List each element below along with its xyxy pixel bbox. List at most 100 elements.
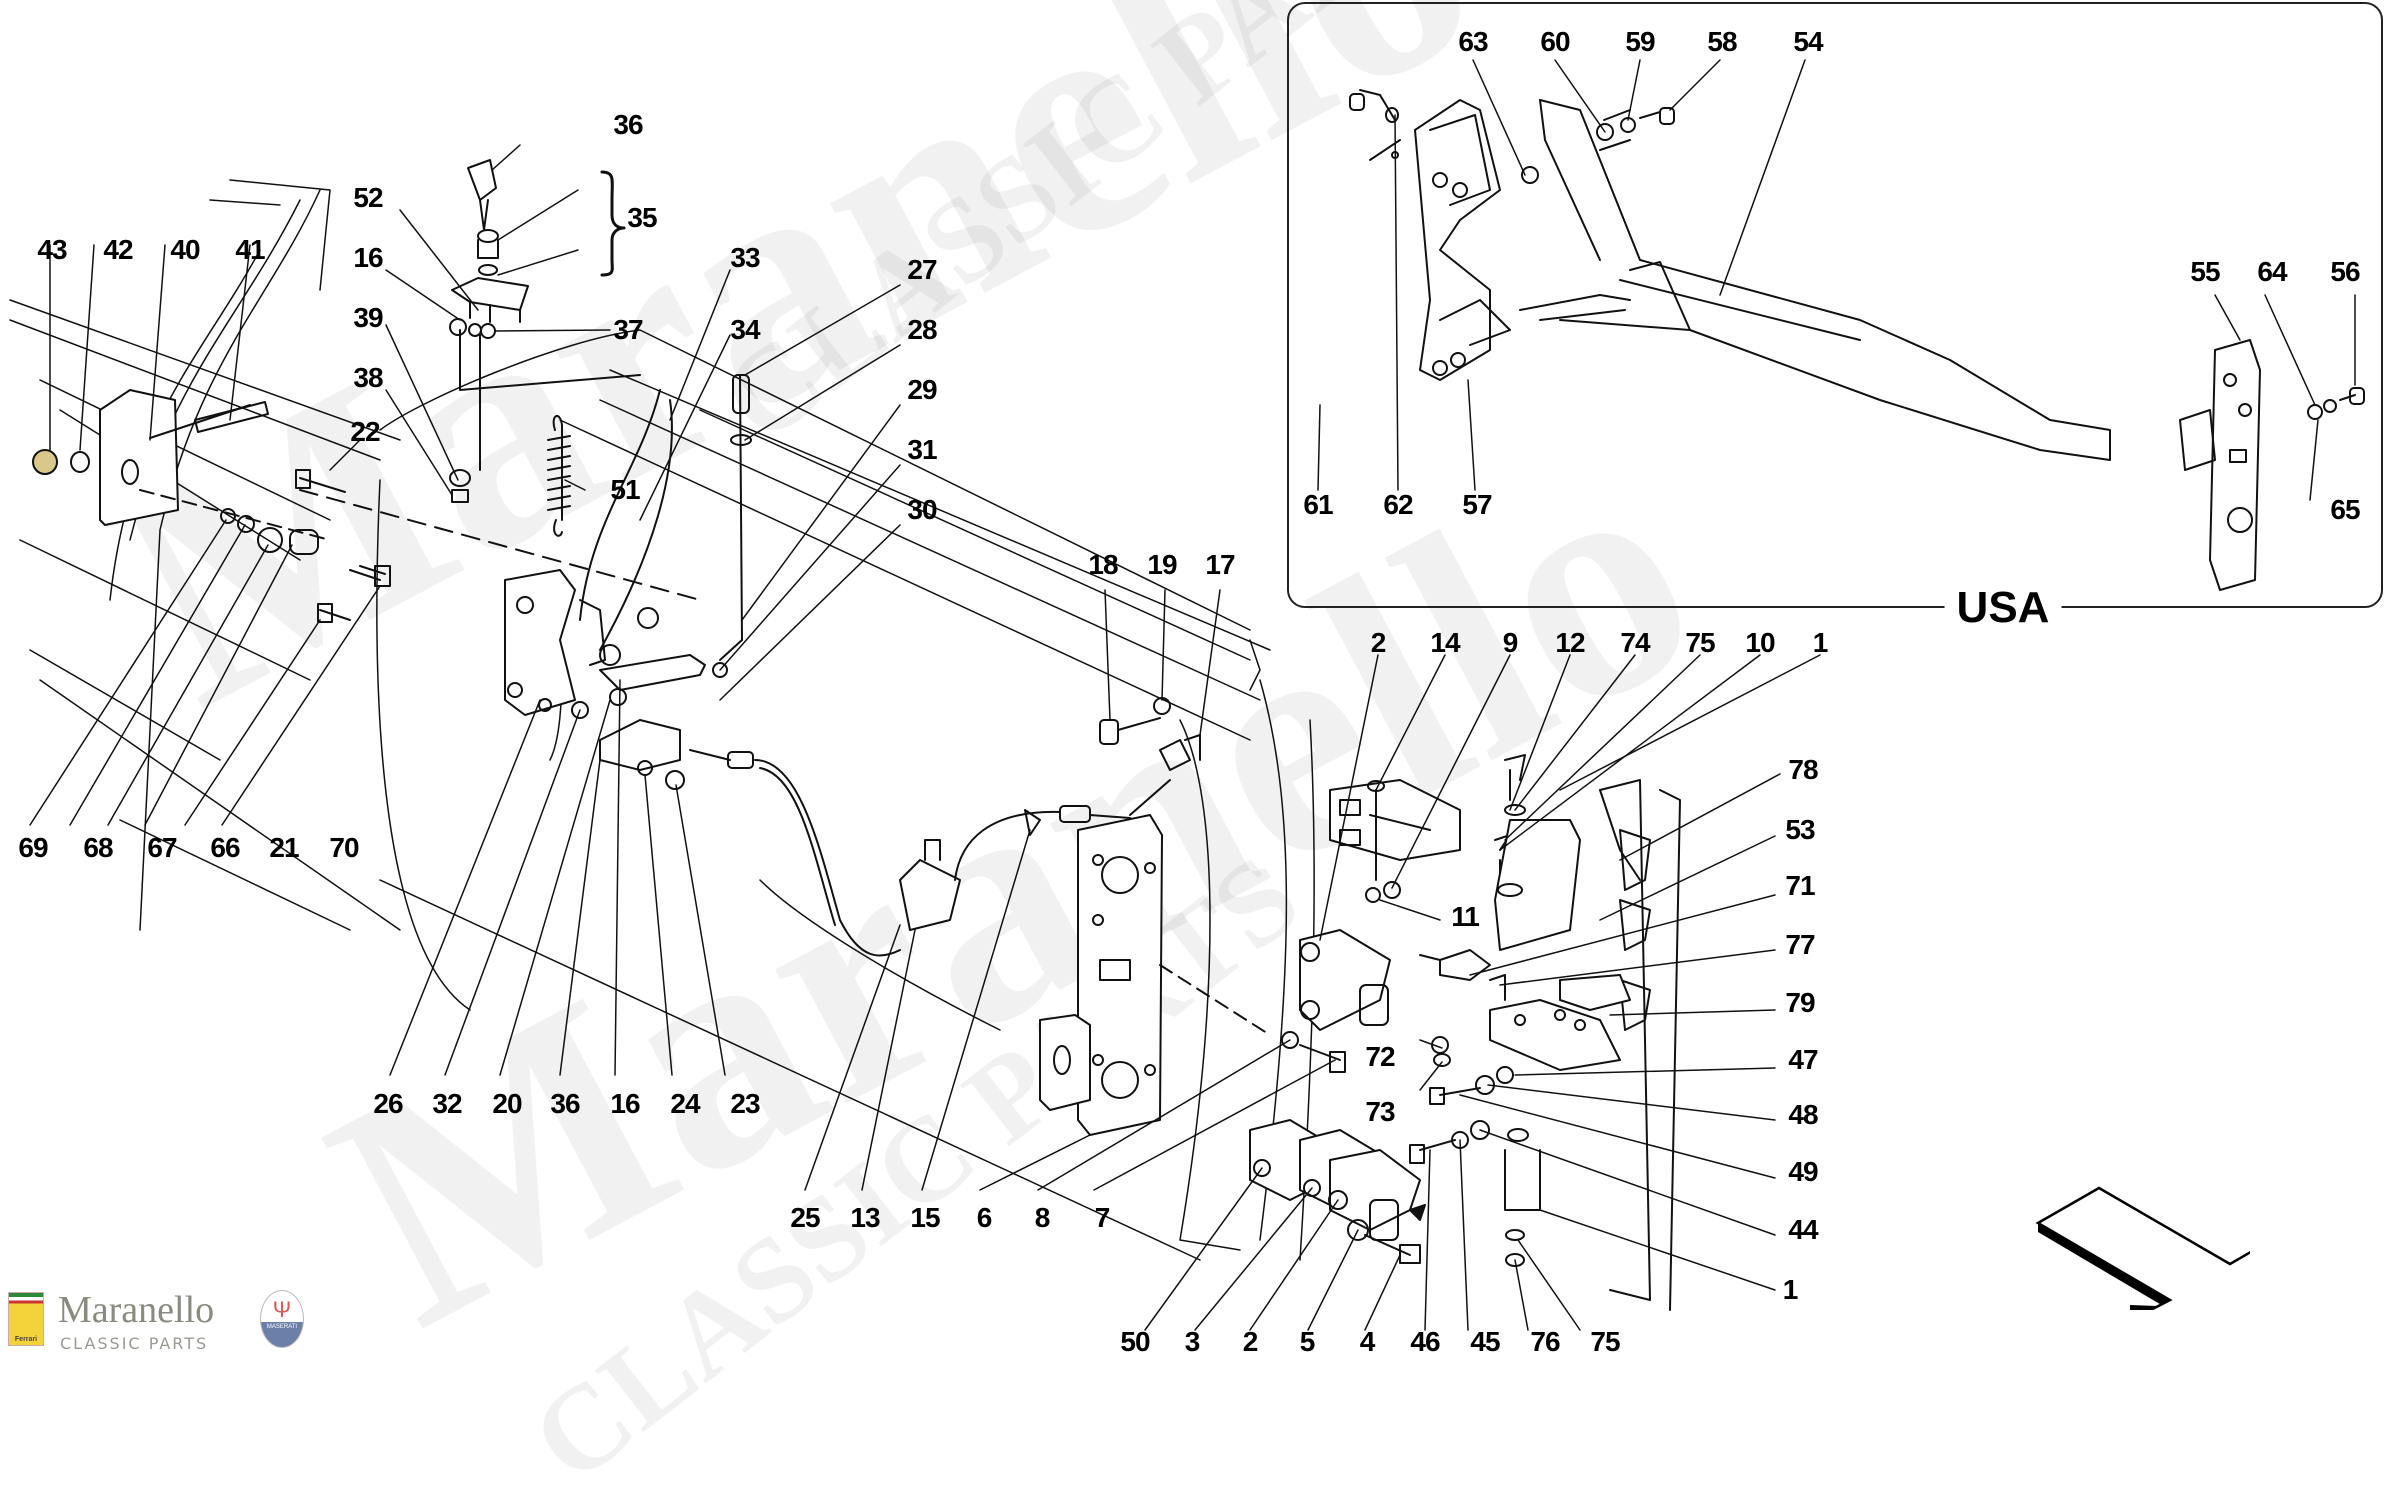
callout-72: 72 <box>1365 1041 1395 1072</box>
callout-59: 59 <box>1625 26 1655 57</box>
callout-23: 23 <box>730 1088 760 1119</box>
callout-2-bottom: 2 <box>1242 1326 1259 1357</box>
callout-71: 71 <box>1785 870 1815 901</box>
release-cable <box>599 719 1146 957</box>
callout-5: 5 <box>1299 1326 1316 1357</box>
maserati-badge-text: MASERATI <box>266 1324 298 1330</box>
callout-49: 49 <box>1788 1156 1818 1187</box>
callout-65: 65 <box>2330 494 2360 525</box>
callout-73: 73 <box>1365 1096 1395 1127</box>
ferrari-badge-text: Ferrari <box>14 1336 38 1343</box>
leader-lines <box>29 59 2356 1331</box>
callout-33: 33 <box>730 242 760 273</box>
callout-64: 64 <box>2257 256 2287 287</box>
callout-52: 52 <box>353 182 383 213</box>
callout-2-top: 2 <box>1370 627 1387 658</box>
callout-51: 51 <box>610 474 640 505</box>
callout-37: 37 <box>613 314 643 345</box>
callout-24: 24 <box>670 1088 700 1119</box>
usa-inset-frame <box>1287 2 2383 608</box>
callout-30: 30 <box>907 494 937 525</box>
callout-79: 79 <box>1785 987 1815 1018</box>
ferrari-shield-icon: Ferrari <box>8 1292 44 1346</box>
callout-8: 8 <box>1034 1202 1051 1233</box>
callout-12: 12 <box>1555 627 1585 658</box>
maserati-badge-icon: Ψ MASERATI <box>260 1290 304 1348</box>
callout-31: 31 <box>907 434 937 465</box>
callout-32: 32 <box>432 1088 462 1119</box>
callout-77: 77 <box>1785 929 1815 960</box>
brand-name: Maranello <box>58 1289 215 1331</box>
latch-mechanism <box>504 569 706 719</box>
callout-55: 55 <box>2190 256 2220 287</box>
callout-16-top: 16 <box>353 242 383 273</box>
usa-inset-drawing <box>1349 89 2365 591</box>
callout-62: 62 <box>1383 489 1413 520</box>
callout-74: 74 <box>1620 627 1650 658</box>
callout-63: 63 <box>1458 26 1488 57</box>
callout-18: 18 <box>1088 549 1118 580</box>
callout-19: 19 <box>1147 549 1177 580</box>
callout-25: 25 <box>790 1202 820 1233</box>
callout-38: 38 <box>353 362 383 393</box>
callout-36-top: 36 <box>613 109 643 140</box>
callout-27: 27 <box>907 254 937 285</box>
callout-15: 15 <box>910 1202 940 1233</box>
callout-67: 67 <box>147 832 177 863</box>
callout-70: 70 <box>329 832 359 863</box>
callout-1-bottom: 1 <box>1782 1274 1799 1305</box>
body-frame <box>9 179 401 931</box>
callout-43: 43 <box>37 234 67 265</box>
callout-35: 35 <box>627 202 657 233</box>
callout-28: 28 <box>907 314 937 345</box>
callout-50: 50 <box>1120 1326 1150 1357</box>
brand-subtitle: CLASSIC PARTS <box>60 1334 209 1353</box>
callout-56: 56 <box>2330 256 2360 287</box>
callout-46: 46 <box>1410 1326 1440 1357</box>
callout-6: 6 <box>976 1202 993 1233</box>
callout-42: 42 <box>103 234 133 265</box>
callout-58: 58 <box>1707 26 1737 57</box>
callout-66: 66 <box>210 832 240 863</box>
callout-14: 14 <box>1430 627 1460 658</box>
callout-53: 53 <box>1785 814 1815 845</box>
callout-10: 10 <box>1745 627 1775 658</box>
callout-20: 20 <box>492 1088 522 1119</box>
callout-61: 61 <box>1303 489 1333 520</box>
callout-21: 21 <box>269 832 299 863</box>
lower-hinge <box>1249 929 1541 1267</box>
callout-9: 9 <box>1502 627 1519 658</box>
brace-35 <box>600 170 626 277</box>
callout-22: 22 <box>350 416 380 447</box>
callout-7: 7 <box>1094 1202 1111 1233</box>
callout-16-bottom: 16 <box>610 1088 640 1119</box>
bracket-17 <box>1099 697 1201 816</box>
callout-44: 44 <box>1788 1214 1818 1245</box>
control-rods <box>579 374 752 678</box>
trident-icon: Ψ <box>272 1297 292 1322</box>
callout-60: 60 <box>1540 26 1570 57</box>
lock-cylinder <box>449 159 641 503</box>
callout-47: 47 <box>1788 1044 1818 1075</box>
callout-68: 68 <box>83 832 113 863</box>
callout-36-bottom: 36 <box>550 1088 580 1119</box>
callout-75-top: 75 <box>1685 627 1715 658</box>
callout-45: 45 <box>1470 1326 1500 1357</box>
callout-41: 41 <box>235 234 265 265</box>
callout-17: 17 <box>1205 549 1235 580</box>
callout-3: 3 <box>1184 1326 1201 1357</box>
callout-1-top: 1 <box>1812 627 1829 658</box>
callout-39: 39 <box>353 302 383 333</box>
callout-13: 13 <box>850 1202 880 1233</box>
callout-57: 57 <box>1462 489 1492 520</box>
callout-29: 29 <box>907 374 937 405</box>
callout-11: 11 <box>1451 901 1480 932</box>
callout-26: 26 <box>373 1088 403 1119</box>
callout-69: 69 <box>18 832 48 863</box>
callout-75-bottom: 75 <box>1590 1326 1620 1357</box>
direction-arrow-icon <box>2035 1186 2250 1310</box>
upper-hinge <box>1329 754 1581 951</box>
latch-plate <box>1039 814 1346 1136</box>
callout-34: 34 <box>730 314 760 345</box>
usa-inset-label: USA <box>1944 583 2062 633</box>
